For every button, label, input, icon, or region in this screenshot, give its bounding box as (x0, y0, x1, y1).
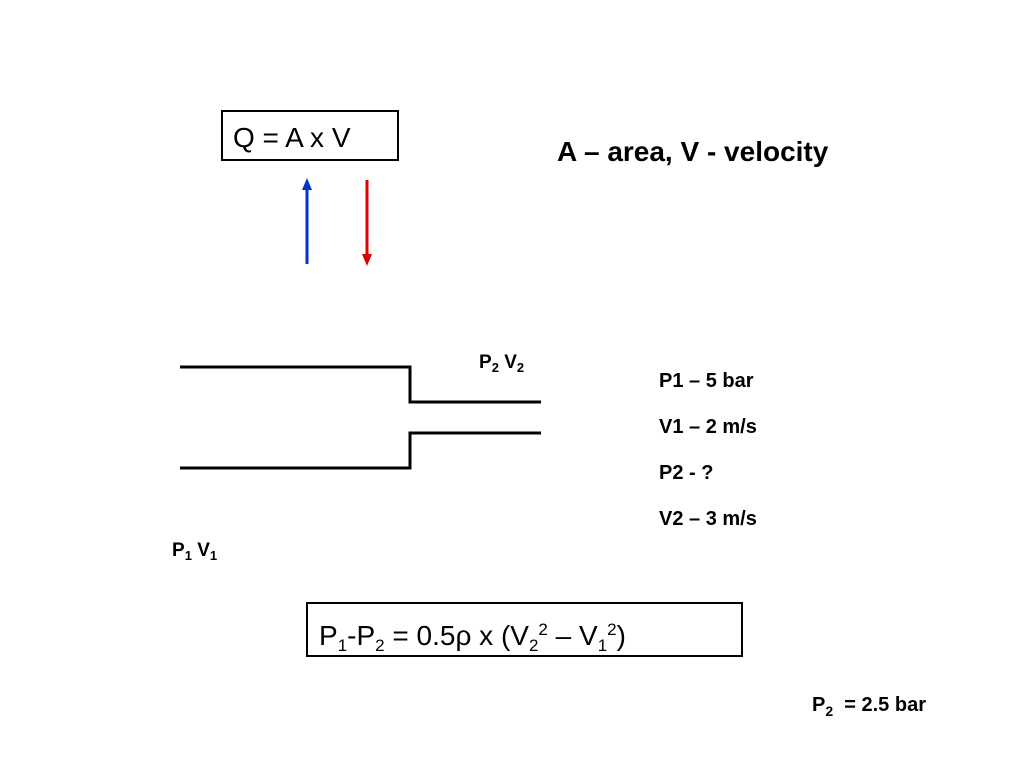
inlet-label: P1 V1 (172, 540, 217, 563)
up-arrow-icon (302, 178, 312, 264)
inlet-pressure-symbol: P (172, 540, 185, 561)
inlet-velocity-symbol: V (197, 540, 210, 561)
answer-symbol: P (812, 694, 826, 716)
eq-p2-symbol: -P (347, 620, 376, 651)
flow-rate-formula: Q = A x V (233, 122, 351, 153)
eq-v1-subscript: 1 (597, 636, 608, 655)
outlet-pressure-symbol: P (479, 352, 492, 373)
answer-subscript: 2 (825, 703, 834, 719)
eq-middle-term: = 0.5ρ x (V (384, 620, 529, 651)
outlet-pressure-subscript: 2 (491, 360, 499, 375)
eq-p1-subscript: 1 (337, 636, 348, 655)
eq-v2-exponent: 2 (538, 620, 548, 639)
outlet-velocity-symbol: V (504, 352, 517, 373)
pipe-lower-wall (180, 431, 541, 470)
eq-p2-subscript: 2 (375, 636, 385, 655)
given-p2: P2 - ? (659, 462, 714, 484)
eq-p1-symbol: P (319, 620, 338, 651)
bernoulli-equation-box: P1-P2 = 0.5ρ x (V22 – V12) (306, 602, 743, 657)
eq-v2-subscript: 2 (528, 636, 539, 655)
answer-result: P2 = 2.5 bar (812, 694, 926, 719)
answer-value: = 2.5 bar (833, 694, 926, 716)
outlet-velocity-subscript: 2 (516, 360, 525, 375)
inlet-pressure-subscript: 1 (184, 548, 192, 563)
pipe-upper-wall (180, 365, 541, 404)
variable-definition: A – area, V - velocity (557, 136, 829, 167)
given-v2: V2 – 3 m/s (659, 508, 757, 530)
eq-v1-exponent: 2 (607, 620, 617, 639)
given-v1: V1 – 2 m/s (659, 416, 757, 438)
eq-close-paren: ) (616, 620, 626, 651)
eq-v1-symbol: – V (547, 620, 598, 651)
flow-rate-formula-box: Q = A x V (221, 110, 399, 161)
down-arrow-icon (362, 180, 372, 266)
given-p1: P1 – 5 bar (659, 370, 754, 392)
inlet-velocity-subscript: 1 (209, 548, 218, 563)
outlet-label: P2 V2 (479, 352, 524, 375)
